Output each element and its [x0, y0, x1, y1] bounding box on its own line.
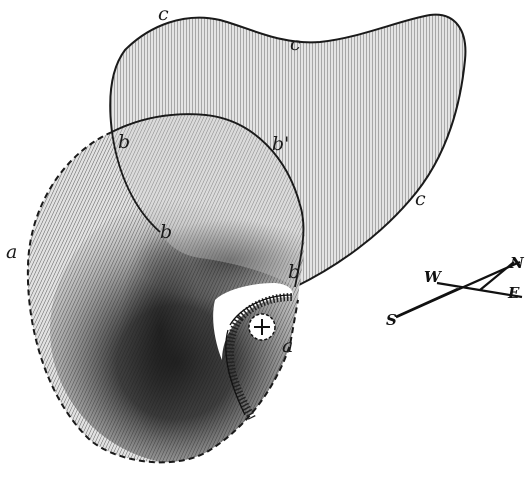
label-c-top-left: c [158, 3, 169, 25]
compass-n-label: N [509, 254, 525, 272]
compass-e-label: E [507, 284, 520, 302]
label-c-right: c [415, 188, 426, 210]
label-b-inner: b [160, 221, 172, 243]
compass-s-label: S [386, 311, 397, 329]
label-c-top-mid: c [290, 33, 301, 55]
label-b-left: b [118, 131, 130, 153]
compass-w-label: W [424, 268, 443, 286]
label-b-lower: b [288, 261, 300, 283]
label-b-prime: b' [272, 133, 289, 155]
label-a-lower: a [282, 335, 293, 357]
compass-rose [396, 262, 522, 317]
label-a-left: a [6, 241, 17, 263]
